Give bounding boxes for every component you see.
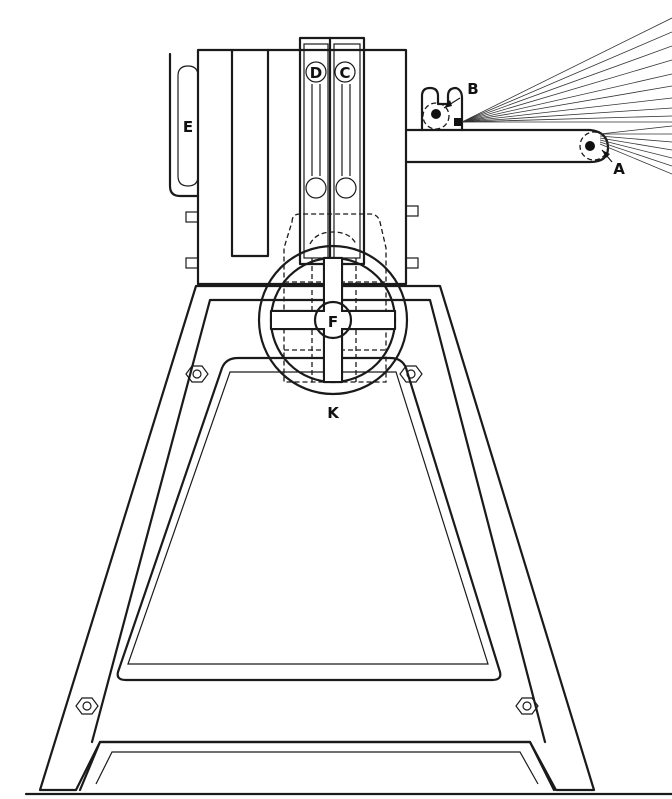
label-k: K	[327, 404, 340, 422]
stand-frame	[38, 284, 596, 792]
label-c-circle	[334, 61, 356, 83]
handwheel-k	[257, 244, 409, 396]
label-e: E	[183, 118, 193, 136]
cable-fan	[461, 17, 672, 175]
frame-bolts	[75, 365, 539, 715]
label-c: C	[339, 64, 350, 82]
label-d: D	[310, 64, 322, 82]
arm	[404, 128, 610, 164]
label-f: F	[328, 313, 338, 331]
pulley-b	[420, 86, 464, 132]
label-a: A	[613, 160, 625, 178]
indicator-arrows	[443, 97, 613, 163]
label-b: B	[467, 80, 478, 98]
head-block	[185, 48, 419, 286]
bracket-e	[168, 52, 200, 198]
label-d-circle	[305, 61, 327, 83]
